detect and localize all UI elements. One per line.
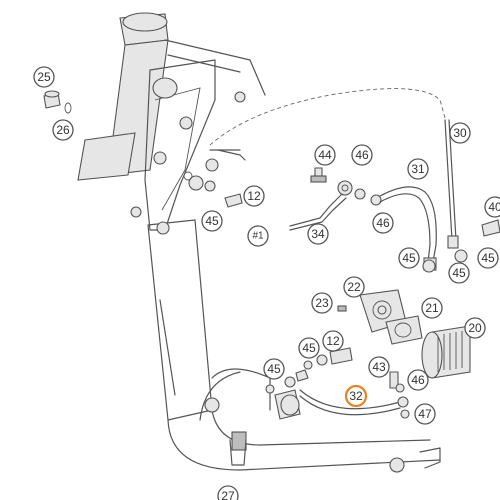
svg-text:31: 31: [411, 162, 425, 176]
callout-45[interactable]: 45: [398, 247, 420, 269]
svg-text:40: 40: [488, 200, 500, 214]
callout-45[interactable]: 45: [201, 210, 223, 232]
svg-text:45: 45: [205, 214, 219, 228]
callout-43[interactable]: 43: [368, 356, 390, 378]
callout-40[interactable]: 40: [484, 196, 500, 218]
svg-text:12: 12: [247, 189, 261, 203]
callout-26[interactable]: 26: [52, 119, 74, 141]
svg-text:#1: #1: [252, 231, 264, 242]
upper-banjo-parts: [183, 167, 382, 231]
svg-text:22: 22: [347, 280, 361, 294]
callout-30[interactable]: 30: [449, 122, 471, 144]
callout-32-highlighted[interactable]: 32: [344, 384, 368, 408]
callout-23[interactable]: 23: [311, 292, 333, 314]
svg-text:23: 23: [315, 296, 329, 310]
svg-text:21: 21: [425, 301, 439, 315]
svg-text:45: 45: [452, 266, 466, 280]
callout-47[interactable]: 47: [414, 403, 436, 425]
svg-text:34: 34: [311, 227, 325, 241]
svg-text:32: 32: [349, 389, 363, 403]
svg-text:45: 45: [267, 362, 281, 376]
callout-45[interactable]: 45: [298, 337, 320, 359]
svg-text:27: 27: [221, 489, 235, 500]
callouts: 25 26 44 46 31 30 40 12: [33, 66, 500, 500]
filter-assembly: [337, 289, 471, 379]
callout-46[interactable]: 46: [407, 369, 429, 391]
callout-31[interactable]: 31: [407, 158, 429, 180]
svg-text:43: 43: [372, 360, 386, 374]
callout-46[interactable]: 46: [351, 144, 373, 166]
callout-46[interactable]: 46: [372, 212, 394, 234]
svg-text:25: 25: [37, 70, 51, 84]
svg-text:26: 26: [56, 123, 70, 137]
lower-banjo-parts: [265, 347, 441, 473]
callout-34[interactable]: 34: [307, 223, 329, 245]
callout-20[interactable]: 20: [464, 317, 486, 339]
callout-44[interactable]: 44: [314, 144, 336, 166]
callout-45[interactable]: 45: [448, 262, 470, 284]
svg-text:45: 45: [402, 251, 416, 265]
callout-25[interactable]: 25: [33, 66, 55, 88]
svg-text:46: 46: [355, 148, 369, 162]
svg-text:46: 46: [376, 216, 390, 230]
callout-12[interactable]: 12: [243, 185, 265, 207]
callout-27[interactable]: 27: [217, 485, 239, 500]
svg-text:20: 20: [468, 321, 482, 335]
callout-45[interactable]: 45: [477, 247, 499, 269]
callout-ref-1[interactable]: #1: [247, 225, 269, 247]
svg-text:45: 45: [302, 341, 316, 355]
svg-text:30: 30: [453, 126, 467, 140]
callout-22[interactable]: 22: [343, 276, 365, 298]
svg-text:46: 46: [411, 373, 425, 387]
callout-12[interactable]: 12: [322, 330, 344, 352]
svg-text:47: 47: [418, 407, 432, 421]
svg-text:44: 44: [318, 148, 332, 162]
callout-21[interactable]: 21: [421, 297, 443, 319]
plug-and-oring: [43, 90, 72, 114]
hose-and-rod: [379, 119, 500, 273]
svg-text:12: 12: [326, 334, 340, 348]
svg-text:45: 45: [481, 251, 495, 265]
callout-45[interactable]: 45: [263, 358, 285, 380]
